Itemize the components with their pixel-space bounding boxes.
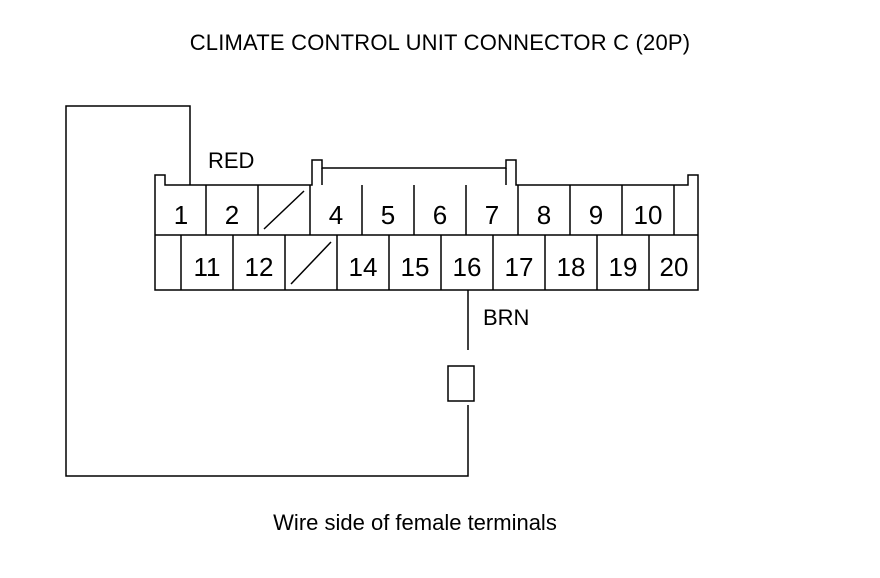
pin-label: 15 [401, 252, 430, 282]
inline-connector [447, 365, 475, 402]
diagram-title: CLIMATE CONTROL UNIT CONNECTOR C (20P) [189, 30, 691, 55]
pin-label: 4 [329, 200, 343, 230]
pin-label: 14 [349, 252, 378, 282]
pin-label: 7 [485, 200, 499, 230]
bottom-row-dividers [180, 235, 650, 290]
pin-label: 1 [174, 200, 188, 230]
pin-label: 17 [505, 252, 534, 282]
pin-label: 10 [634, 200, 663, 230]
pin-label: 11 [194, 252, 221, 282]
empty-terminal-slash-3 [263, 190, 305, 230]
wire-color-label-brn: BRN [483, 305, 529, 330]
diagram-caption: Wire side of female terminals [273, 510, 557, 535]
pin-label: 18 [557, 252, 586, 282]
pin-label: 19 [609, 252, 638, 282]
wire-color-label-red: RED [208, 148, 254, 173]
pin-label: 20 [660, 252, 689, 282]
pin-label: 16 [453, 252, 482, 282]
top-row-pins: 1 2 4 5 6 7 8 9 10 [174, 200, 663, 230]
bottom-row-pins: 11 12 14 15 16 17 18 19 20 [194, 252, 689, 282]
pin-label: 8 [537, 200, 551, 230]
pin-label: 12 [245, 252, 274, 282]
pin-label: 5 [381, 200, 395, 230]
top-row-dividers [205, 185, 675, 235]
pin-label: 9 [589, 200, 603, 230]
red-wire [65, 105, 469, 477]
pin-label: 2 [225, 200, 239, 230]
empty-terminal-slash-13 [290, 241, 332, 285]
pin-label: 6 [433, 200, 447, 230]
